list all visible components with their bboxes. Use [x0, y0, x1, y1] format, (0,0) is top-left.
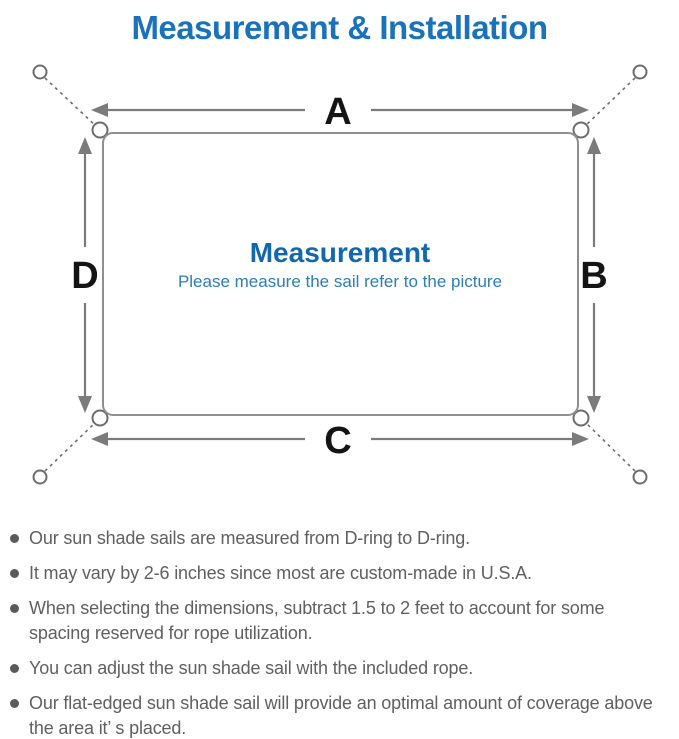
anchor-point-bottom-left — [32, 469, 48, 485]
arrowhead-c-right — [572, 432, 589, 446]
diagram-center-subtitle: Please measure the sail refer to the pic… — [178, 272, 502, 291]
d-ring-top-left — [91, 121, 109, 139]
dimension-label-a: A — [324, 91, 351, 133]
arrowhead-d-up — [78, 137, 92, 154]
note-text: When selecting the dimensions, subtract … — [29, 598, 605, 643]
list-item: When selecting the dimensions, subtract … — [10, 596, 669, 646]
note-text: It may vary by 2-6 inches since most are… — [29, 563, 532, 583]
arrowhead-d-down — [78, 396, 92, 413]
bullet-dot-icon — [10, 699, 19, 708]
dimension-label-b: B — [580, 255, 607, 297]
bullet-dot-icon — [10, 664, 19, 673]
sail-measurement-diagram: Measurement Please measure the sail refe… — [32, 64, 648, 485]
arrowhead-a-left — [91, 103, 108, 117]
page-title: Measurement & Installation — [131, 9, 548, 46]
list-item: Our flat-edged sun shade sail will provi… — [10, 691, 669, 739]
rope-line-top-right — [582, 77, 636, 129]
bullet-dot-icon — [10, 534, 19, 543]
arrowhead-a-right — [572, 103, 589, 117]
dimension-label-c: C — [324, 420, 351, 462]
d-ring-top-right — [572, 121, 590, 139]
note-text: Our sun shade sails are measured from D-… — [29, 528, 470, 548]
arrowhead-b-up — [587, 137, 601, 154]
d-ring-bottom-left — [91, 409, 109, 427]
measurement-notes-list: Our sun shade sails are measured from D-… — [0, 526, 679, 739]
note-text: You can adjust the sun shade sail with t… — [29, 658, 474, 678]
anchor-point-top-left — [32, 64, 48, 80]
sail-outline — [102, 132, 579, 416]
anchor-point-top-right — [632, 64, 648, 80]
anchor-points — [32, 64, 648, 485]
corner-d-rings — [91, 121, 590, 427]
rope-line-bottom-left — [44, 419, 99, 472]
diagram-center-title: Measurement — [250, 237, 431, 268]
note-text: Our flat-edged sun shade sail will provi… — [29, 693, 653, 738]
anchor-point-bottom-right — [632, 469, 648, 485]
list-item: You can adjust the sun shade sail with t… — [10, 656, 669, 681]
arrowhead-b-down — [587, 396, 601, 413]
rope-lines — [44, 77, 636, 472]
rope-line-top-left — [44, 77, 99, 129]
list-item: Our sun shade sails are measured from D-… — [10, 526, 669, 551]
bullet-dot-icon — [10, 604, 19, 613]
arrowhead-c-left — [91, 432, 108, 446]
d-ring-bottom-right — [572, 409, 590, 427]
bullet-dot-icon — [10, 569, 19, 578]
list-item: It may vary by 2-6 inches since most are… — [10, 561, 669, 586]
dimension-label-d: D — [71, 255, 98, 297]
rope-line-bottom-right — [582, 419, 636, 472]
